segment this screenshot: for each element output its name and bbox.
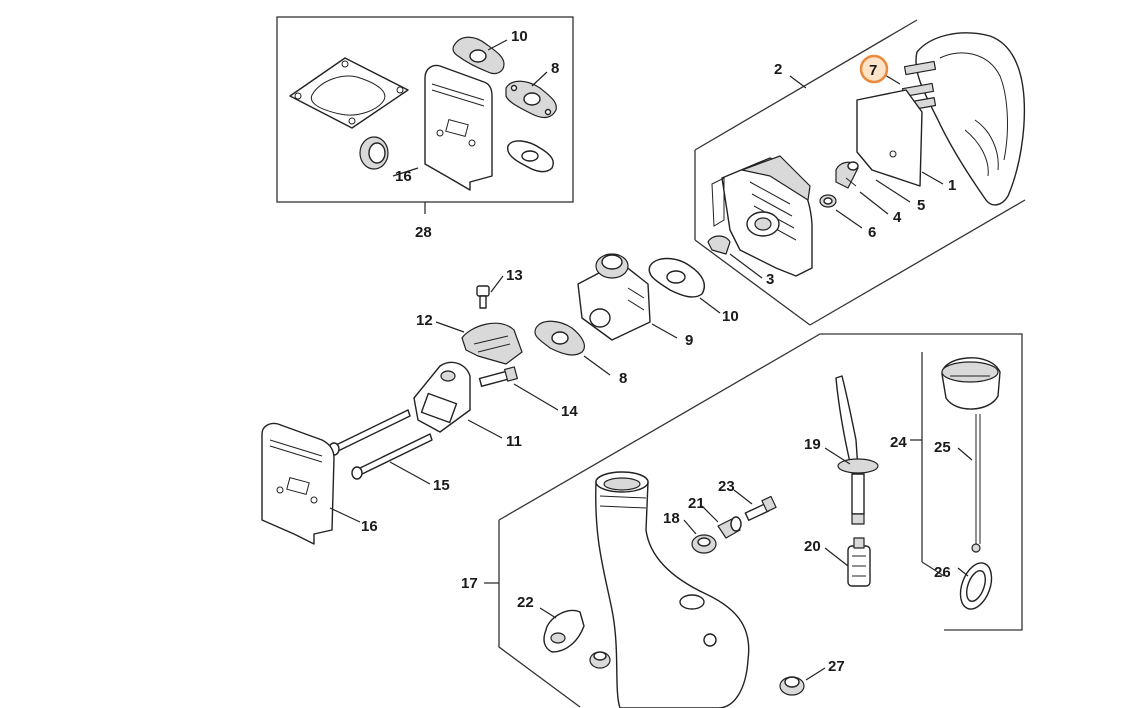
label-5[interactable]: 5 bbox=[917, 197, 925, 214]
part-washer-5[interactable] bbox=[847, 161, 859, 171]
highlight-circle-7 bbox=[859, 54, 889, 84]
label-10-mid[interactable]: 10 bbox=[722, 308, 739, 325]
label-20[interactable]: 20 bbox=[804, 538, 821, 555]
part-bracket-12[interactable] bbox=[461, 322, 523, 365]
label-18[interactable]: 18 bbox=[663, 510, 680, 527]
tank-bracket-24 bbox=[910, 352, 945, 577]
tank-box-17 bbox=[484, 333, 1023, 708]
kit-box-28 bbox=[276, 16, 574, 214]
part-heat-shield-kit[interactable] bbox=[424, 64, 493, 191]
label-10-top[interactable]: 10 bbox=[511, 28, 528, 45]
label-1[interactable]: 1 bbox=[948, 177, 956, 194]
label-8-top[interactable]: 8 bbox=[551, 60, 559, 77]
label-12[interactable]: 12 bbox=[416, 312, 433, 329]
assembly-box-2 bbox=[694, 19, 1026, 326]
label-21[interactable]: 21 bbox=[688, 495, 705, 512]
part-gasket-mid-top[interactable] bbox=[505, 80, 557, 119]
label-11[interactable]: 11 bbox=[506, 433, 522, 450]
part-screw-23[interactable] bbox=[744, 495, 777, 521]
label-25[interactable]: 25 bbox=[934, 439, 951, 456]
part-fitting-21[interactable] bbox=[717, 516, 742, 539]
part-grommet-tank[interactable] bbox=[589, 651, 611, 669]
part-filter-element[interactable] bbox=[856, 89, 923, 187]
label-16-mid[interactable]: 16 bbox=[361, 518, 378, 535]
label-4[interactable]: 4 bbox=[893, 209, 902, 226]
part-fuel-line-19[interactable] bbox=[835, 375, 879, 525]
label-27[interactable]: 27 bbox=[828, 658, 845, 675]
label-17[interactable]: 17 bbox=[461, 575, 478, 592]
leader-lines bbox=[329, 39, 973, 681]
part-screw-13[interactable] bbox=[476, 285, 490, 309]
label-19[interactable]: 19 bbox=[804, 436, 821, 453]
label-7[interactable]: 7 bbox=[869, 62, 877, 79]
part-gasket-small-top[interactable] bbox=[452, 36, 505, 75]
part-screw-14[interactable] bbox=[478, 366, 518, 387]
part-gasket-10-mid[interactable] bbox=[648, 257, 706, 298]
label-9[interactable]: 9 bbox=[685, 332, 693, 349]
label-23[interactable]: 23 bbox=[718, 478, 735, 495]
part-gasket-bottom-top[interactable] bbox=[507, 140, 554, 173]
part-carburetor-9[interactable] bbox=[577, 253, 651, 341]
part-gasket-8-mid[interactable] bbox=[534, 320, 585, 356]
label-3[interactable]: 3 bbox=[766, 271, 774, 288]
part-fuel-filter-20[interactable] bbox=[847, 537, 871, 587]
label-2[interactable]: 2 bbox=[774, 61, 782, 78]
part-retainer-26[interactable] bbox=[955, 543, 998, 613]
part-intake-flange-11[interactable] bbox=[413, 361, 471, 433]
part-fuel-tank[interactable] bbox=[595, 471, 750, 708]
label-6[interactable]: 6 bbox=[868, 224, 876, 241]
label-26[interactable]: 26 bbox=[934, 564, 951, 581]
part-bushing-6[interactable] bbox=[819, 194, 837, 208]
part-carburetor-box[interactable] bbox=[711, 155, 813, 277]
label-24[interactable]: 24 bbox=[890, 434, 907, 451]
label-13[interactable]: 13 bbox=[506, 267, 523, 284]
part-seal-ring[interactable] bbox=[359, 136, 389, 170]
part-fuel-cap-25[interactable] bbox=[941, 357, 1001, 544]
part-grommet-18[interactable] bbox=[691, 534, 717, 554]
part-clip-3[interactable] bbox=[707, 235, 731, 255]
label-15[interactable]: 15 bbox=[433, 477, 450, 494]
part-air-filter-cover[interactable] bbox=[901, 32, 1026, 206]
part-clip-22[interactable] bbox=[543, 609, 585, 653]
part-bolt-15[interactable] bbox=[328, 409, 433, 480]
label-8-mid[interactable]: 8 bbox=[619, 370, 627, 387]
part-gasket-cylinder[interactable] bbox=[289, 57, 409, 129]
label-14[interactable]: 14 bbox=[561, 403, 578, 420]
label-22[interactable]: 22 bbox=[517, 594, 534, 611]
label-16-top[interactable]: 16 bbox=[395, 168, 412, 185]
part-plug-27[interactable] bbox=[779, 676, 805, 696]
label-28[interactable]: 28 bbox=[415, 224, 432, 241]
callout-labels: 10 8 16 28 7 2 1 5 4 6 3 13 10 12 9 8 14… bbox=[361, 28, 956, 675]
part-heat-shield-16[interactable] bbox=[261, 422, 335, 545]
